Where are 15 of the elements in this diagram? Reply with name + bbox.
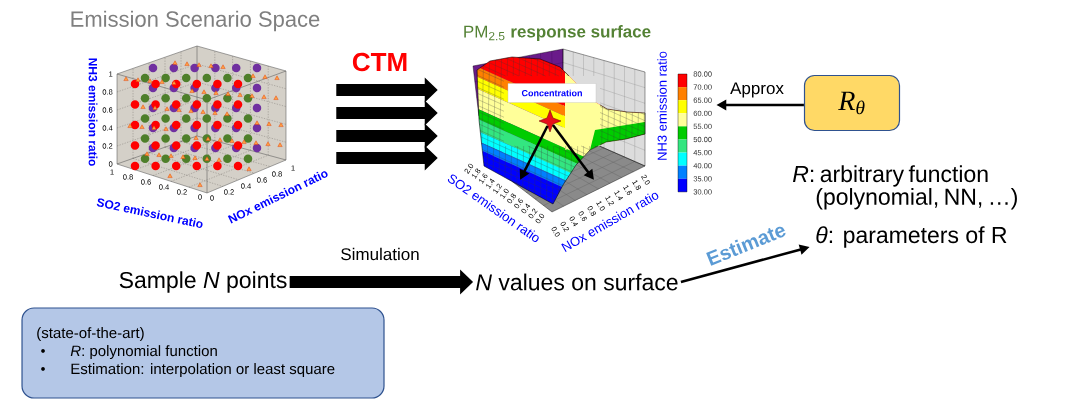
formula-box: R$_{θ}$ [803,74,901,132]
list-item: R: polynomial function [70,345,217,360]
list-item: Estimation: interpolation or least square [71,363,335,378]
axis-label: NH3 emission ratio [88,58,98,166]
definition-text: θ: parameters of R [816,226,1007,248]
axis-label: NH3 emission ratio [657,51,667,160]
edge-label: Approx [730,82,784,98]
plot-title: PM$_{2.5}$ response surface [464,25,651,41]
edge-label: Simulation [341,247,419,261]
note-text: (state-of-the-art) [37,327,144,342]
process-label: N values on surface [476,273,678,291]
plot-title: Emission Scenario Space [71,10,320,32]
process-label: Sample N points [119,271,287,293]
definition-text: R: arbitrary function (polynomial, NN, …) [793,165,1017,210]
edge-label: CTM [352,52,407,72]
